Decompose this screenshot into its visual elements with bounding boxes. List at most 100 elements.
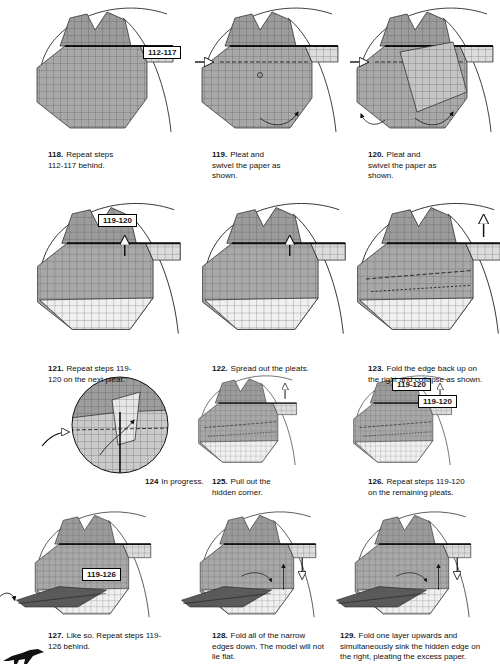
white-layer-grid — [360, 298, 473, 330]
pleat-line — [363, 432, 431, 436]
lift-arrow — [483, 216, 484, 237]
body-layer — [203, 243, 319, 329]
fold-arrow — [0, 593, 15, 600]
white-layer-grid — [355, 441, 433, 463]
white-layer — [200, 441, 278, 463]
narrow-snout — [182, 587, 272, 607]
step-illustration — [203, 203, 346, 333]
top-flaps — [380, 12, 451, 46]
right-flap — [273, 403, 297, 415]
step-reference-box: 119-120 — [418, 395, 457, 408]
top-flaps — [225, 12, 296, 46]
zoom-border — [72, 377, 168, 473]
step-caption: 125.Pull out the hidden corner. — [212, 477, 292, 498]
body-layer-grid — [199, 403, 278, 462]
white-layer — [205, 298, 318, 330]
zoom-ground — [70, 375, 170, 475]
thick-edge — [387, 242, 500, 244]
step-illustration — [38, 203, 181, 333]
white-layer-grid — [205, 298, 318, 330]
thick-edge — [379, 543, 471, 545]
body-layer-grid — [203, 243, 319, 329]
pleat-line — [208, 432, 276, 436]
body-layer-grid — [202, 46, 312, 128]
step-caption: 128.Fold all of the narrow edges down. T… — [212, 631, 324, 663]
push-arrow — [195, 61, 212, 62]
right-flap-grid — [273, 403, 297, 415]
thick-edge — [67, 242, 180, 244]
step-number: 120. — [368, 150, 384, 159]
zoom-pointer-arrow — [42, 432, 68, 446]
step-reference-box: 112-117 — [143, 46, 181, 59]
step-illustration — [337, 512, 471, 617]
step-illustration — [195, 8, 338, 132]
zoom-content — [70, 375, 170, 475]
sink-arrow — [302, 558, 303, 578]
step-number: 126. — [368, 477, 384, 486]
step-illustration — [354, 376, 452, 465]
body-layer — [354, 403, 433, 462]
step-range: 119-126 — [87, 570, 116, 579]
dinosaur-silhouette — [3, 649, 44, 664]
white-layer — [355, 441, 433, 463]
step-range: 119-120 — [103, 216, 132, 225]
pleat-line — [371, 285, 471, 291]
step-number: 128. — [212, 631, 228, 640]
step-illustration — [182, 512, 316, 617]
step-caption: 127.Like so. Repeat steps 119-126 behind… — [48, 631, 170, 652]
zoom-edge — [119, 412, 121, 475]
right-flap — [305, 46, 338, 62]
top-flaps — [55, 515, 115, 544]
edge-line — [183, 593, 271, 603]
step-number: 118. — [48, 150, 63, 159]
step-range: 119-120 — [423, 397, 452, 406]
top-flaps-grid — [380, 12, 451, 46]
zoom-detail — [42, 375, 170, 475]
step-number: 124 — [145, 477, 158, 486]
right-flap-grid — [466, 243, 500, 260]
white-layer — [40, 298, 153, 330]
top-flaps — [215, 379, 266, 403]
step-instruction: Spread out the pleats. — [231, 364, 309, 373]
right-flap-grid — [146, 243, 181, 260]
push-arrow — [350, 61, 367, 62]
spread-arrow — [289, 237, 290, 256]
step-number: 119. — [212, 150, 227, 159]
lift-arrow — [285, 384, 286, 398]
right-flap-grid — [311, 243, 346, 260]
step-number: 129. — [340, 631, 356, 640]
fold-arrow — [396, 573, 427, 582]
body-layer-grid — [38, 243, 153, 329]
body-layer-grid — [354, 403, 433, 462]
fold-arrow — [415, 112, 453, 125]
swivelled-flap — [400, 42, 467, 112]
white-layer — [360, 298, 473, 330]
valley-fold — [220, 62, 310, 63]
body-layer — [199, 403, 278, 462]
pleat-line — [359, 422, 431, 428]
narrow-snout — [17, 587, 107, 607]
step-caption: 119.Pleat and swivel the paper as shown. — [212, 150, 284, 182]
thick-edge — [232, 242, 345, 244]
step-illustration — [350, 8, 493, 132]
step-caption: 122.Spread out the pleats. — [212, 364, 312, 375]
white-layer-grid — [200, 441, 278, 463]
lift-arrow — [283, 565, 284, 591]
body-layer-grid — [358, 243, 474, 329]
top-flaps-grid — [215, 379, 266, 403]
step-instruction: Fold one layer upwards and simultaneousl… — [340, 631, 480, 661]
step-caption: 118.Repeat steps 112-117 behind. — [48, 150, 123, 171]
right-flap — [443, 544, 471, 558]
step-instruction: In progress. — [161, 477, 203, 486]
right-flap-grid — [288, 544, 316, 558]
top-flaps-grid — [60, 12, 131, 46]
step-reference-box: 119-126 — [82, 568, 121, 581]
step-caption: 129.Fold one layer upwards and simultane… — [340, 631, 490, 663]
thick-edge — [224, 543, 316, 545]
thick-edge — [59, 543, 151, 545]
white-layer-grid — [40, 298, 153, 330]
top-flaps — [220, 515, 280, 544]
body-layer — [358, 243, 474, 329]
